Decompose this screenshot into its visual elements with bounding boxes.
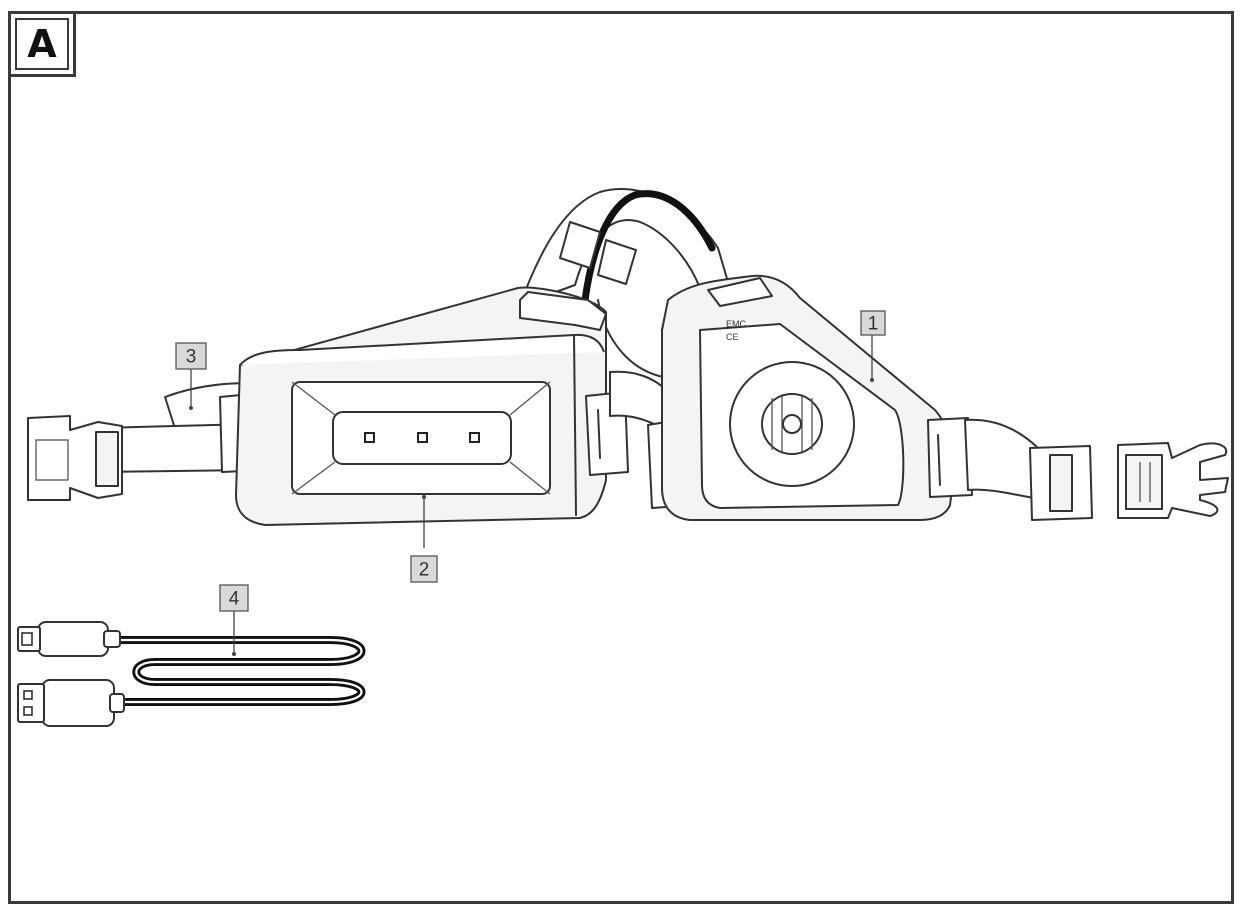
- usb-a-plug: [17, 679, 125, 727]
- callout-3-label: 3: [186, 347, 197, 368]
- callout-4: 4: [219, 584, 249, 612]
- rear-light-label-emc: EMC: [726, 319, 747, 329]
- figure-tag: A: [8, 11, 76, 77]
- callout-1-label: 1: [868, 314, 879, 335]
- usb-cable: [17, 621, 366, 727]
- callout-4-label: 4: [229, 589, 240, 610]
- headlamp-housing: [235, 286, 629, 526]
- micro-usb-plug: [17, 621, 121, 657]
- left-strap: [27, 382, 266, 501]
- callout-3: 3: [175, 342, 207, 370]
- callout-2-label: 2: [419, 560, 430, 581]
- right-strap: [964, 418, 1229, 521]
- leader-lines: [189, 335, 874, 656]
- callout-1: 1: [860, 310, 886, 336]
- rear-light-housing: EMC CE: [661, 274, 973, 521]
- rear-light-label-ce: CE: [726, 332, 739, 342]
- figure-tag-letter: A: [15, 18, 69, 70]
- callout-2: 2: [410, 555, 438, 583]
- top-strap: [519, 188, 729, 379]
- figure-frame: [8, 11, 1234, 904]
